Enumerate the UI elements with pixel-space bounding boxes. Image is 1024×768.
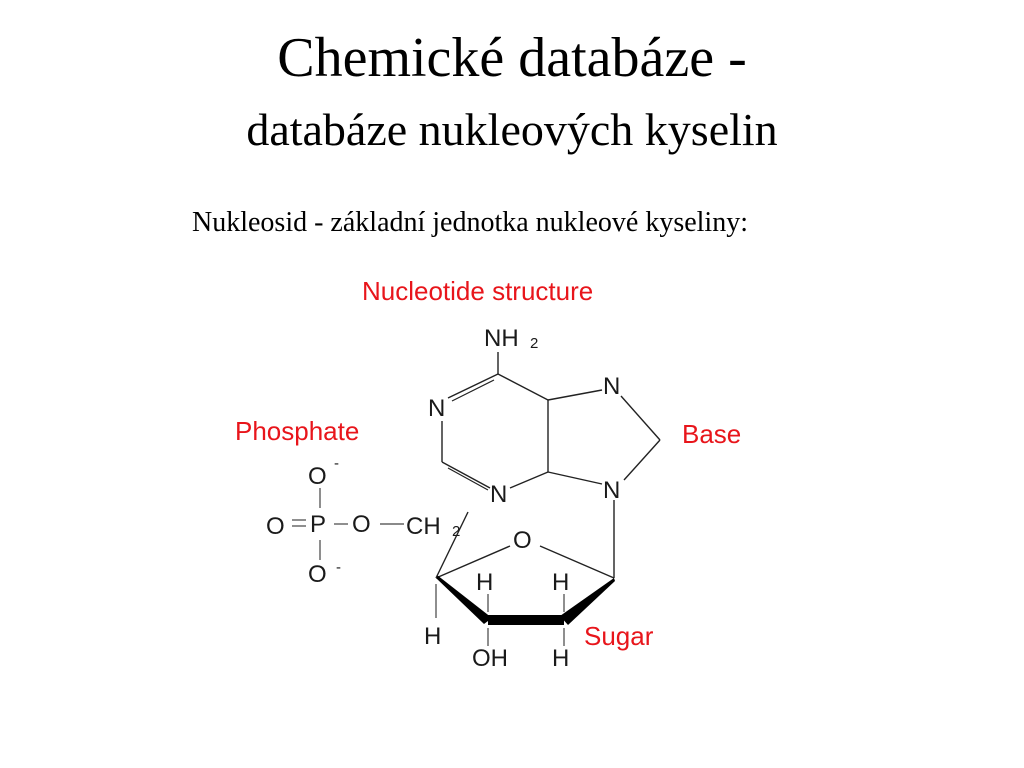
phosphate-bonds <box>292 488 404 560</box>
slide-title-line-2: databáze nukleových kyselin <box>246 104 778 155</box>
diagram-heading: Nucleotide structure <box>362 276 593 306</box>
slide-title-line-1: Chemické databáze - <box>277 27 747 89</box>
oh-c3-label: OH <box>472 645 508 672</box>
n-ring-bottom-label: N <box>490 481 507 508</box>
slide-subtitle: Nukleosid - základní jednotka nukleové k… <box>192 207 748 238</box>
n-glyco-label: N <box>603 477 620 504</box>
o-bottom-charge: - <box>336 559 341 576</box>
sugar-label: Sugar <box>584 621 654 651</box>
p-label: P <box>310 511 326 538</box>
nh2-subscript: 2 <box>530 335 538 352</box>
phosphate-label: Phosphate <box>235 416 359 446</box>
base-bonds <box>441 352 661 578</box>
n-ring-left-label: N <box>428 395 445 422</box>
h-c2-up-label: H <box>552 569 569 596</box>
base-label: Base <box>682 419 741 449</box>
ch2-subscript: 2 <box>452 523 460 540</box>
nh2-label: NH <box>484 325 519 352</box>
ch2-label: CH <box>406 513 441 540</box>
sugar-bonds <box>435 511 615 646</box>
o-ring-label: O <box>513 527 532 554</box>
o-bottom-label: O <box>308 561 327 588</box>
sugar-wedge-bottom <box>488 615 564 625</box>
h-c3-up-label: H <box>476 569 493 596</box>
h-c4-down-label: H <box>424 623 441 650</box>
sugar-wedge-right <box>560 578 615 625</box>
o-top-label: O <box>308 463 327 490</box>
o-bridge-label: O <box>352 511 371 538</box>
o-left-label: O <box>266 513 285 540</box>
h-c2-down-label: H <box>552 645 569 672</box>
o-top-charge: - <box>334 455 339 472</box>
sugar-wedge-left <box>436 575 492 624</box>
n-top-right-label: N <box>603 373 620 400</box>
